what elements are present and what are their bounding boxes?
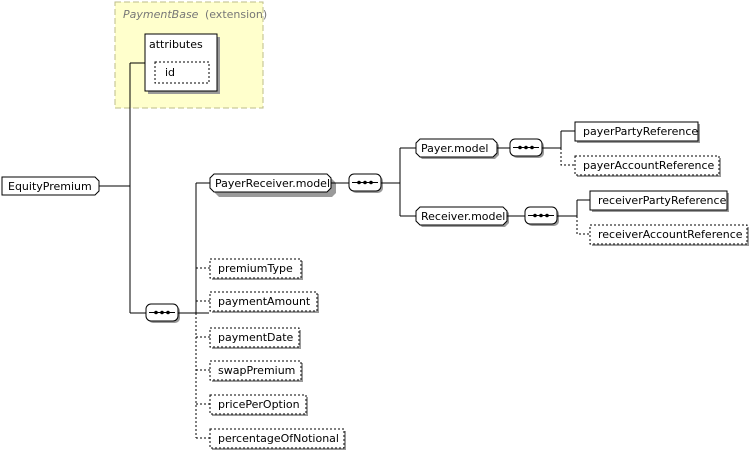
- payer-sequence[interactable]: [509, 138, 544, 158]
- payment-date[interactable]: paymentDate: [209, 327, 301, 349]
- payer-account-reference-label: payerAccountReference: [583, 159, 715, 172]
- payer-receiver-group[interactable]: PayerReceiver.model: [209, 173, 336, 197]
- extension-base-name: PaymentBase: [123, 8, 199, 21]
- percentage-of-notional-label: percentageOfNotional: [218, 432, 339, 445]
- extension-suffix: (extension): [205, 8, 267, 21]
- payer-receiver-sequence[interactable]: [348, 173, 383, 193]
- swap-premium-label: swapPremium: [218, 364, 295, 377]
- swap-premium[interactable]: swapPremium: [209, 360, 303, 382]
- main-sequence-compositor[interactable]: [145, 303, 180, 323]
- payer-receiver-label: PayerReceiver.model: [215, 177, 330, 190]
- receiver-sequence[interactable]: [524, 206, 559, 226]
- premium-type[interactable]: premiumType: [209, 258, 303, 280]
- attribute-id-box[interactable]: [154, 61, 210, 84]
- payer-label: Payer.model: [421, 142, 488, 155]
- payer-account-reference[interactable]: payerAccountReference: [574, 155, 721, 177]
- optional-branches: [195, 267, 210, 439]
- payer-group[interactable]: Payer.model: [415, 138, 499, 159]
- root-element[interactable]: EquityPremium: [1, 176, 100, 196]
- receiver-label: Receiver.model: [421, 210, 505, 223]
- payer-party-reference-label: payerPartyReference: [583, 125, 698, 138]
- percentage-of-notional[interactable]: percentageOfNotional: [209, 428, 346, 450]
- bus-upper: [195, 183, 209, 314]
- root-label: EquityPremium: [8, 180, 92, 193]
- payment-date-label: paymentDate: [218, 331, 294, 344]
- price-per-option[interactable]: pricePerOption: [209, 394, 308, 416]
- svg-text:PaymentBase (extension): PaymentBase (extension): [123, 8, 267, 21]
- payer-party-reference[interactable]: payerPartyReference: [574, 121, 700, 143]
- payment-amount-label: paymentAmount: [218, 295, 311, 308]
- receiver-account-reference[interactable]: receiverAccountReference: [589, 224, 749, 246]
- attributes-label: attributes: [149, 38, 203, 51]
- receiver-account-reference-label: receiverAccountReference: [598, 228, 743, 241]
- receiver-party-reference-label: receiverPartyReference: [598, 194, 727, 207]
- price-per-option-label: pricePerOption: [218, 398, 300, 411]
- root-connectors: [99, 62, 146, 314]
- attribute-id-label: id: [165, 66, 175, 79]
- premium-type-label: premiumType: [218, 262, 293, 275]
- receiver-party-reference[interactable]: receiverPartyReference: [589, 190, 729, 212]
- payment-amount[interactable]: paymentAmount: [209, 291, 319, 313]
- extension-group: PaymentBase (extension) attributes id: [114, 1, 267, 109]
- receiver-group[interactable]: Receiver.model: [415, 206, 509, 227]
